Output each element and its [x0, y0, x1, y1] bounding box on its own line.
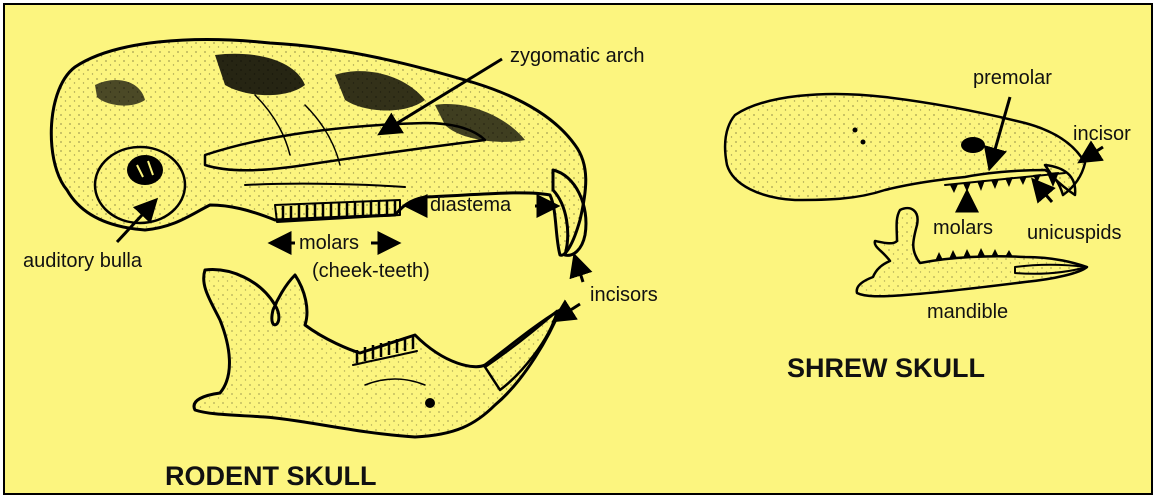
label-zygomatic-arch: zygomatic arch [510, 45, 645, 67]
rodent-cranium [51, 40, 586, 256]
label-molars: molars [299, 232, 359, 254]
label-incisors: incisors [590, 284, 658, 306]
label-auditory-bulla: auditory bulla [23, 250, 142, 272]
label-shrew-molars: molars [933, 217, 993, 239]
label-cheek-teeth: (cheek-teeth) [312, 260, 430, 282]
upper-incisor-arrow [575, 257, 583, 282]
label-incisor: incisor [1073, 123, 1131, 145]
rodent-skull-title: RODENT SKULL [165, 461, 377, 491]
unicuspids-arrow [1034, 181, 1052, 202]
label-premolar: premolar [973, 67, 1052, 89]
incisor-arrow [1081, 147, 1103, 161]
shrew-cranium [725, 94, 1085, 200]
label-diastema: diastema [430, 194, 511, 216]
shrew-skull-title: SHREW SKULL [787, 353, 985, 383]
label-mandible: mandible [927, 301, 1008, 323]
label-unicuspids: unicuspids [1027, 222, 1122, 244]
diagram-panel: zygomatic arch diastema auditory bulla m… [3, 3, 1153, 495]
rodent-mandible [194, 270, 560, 437]
